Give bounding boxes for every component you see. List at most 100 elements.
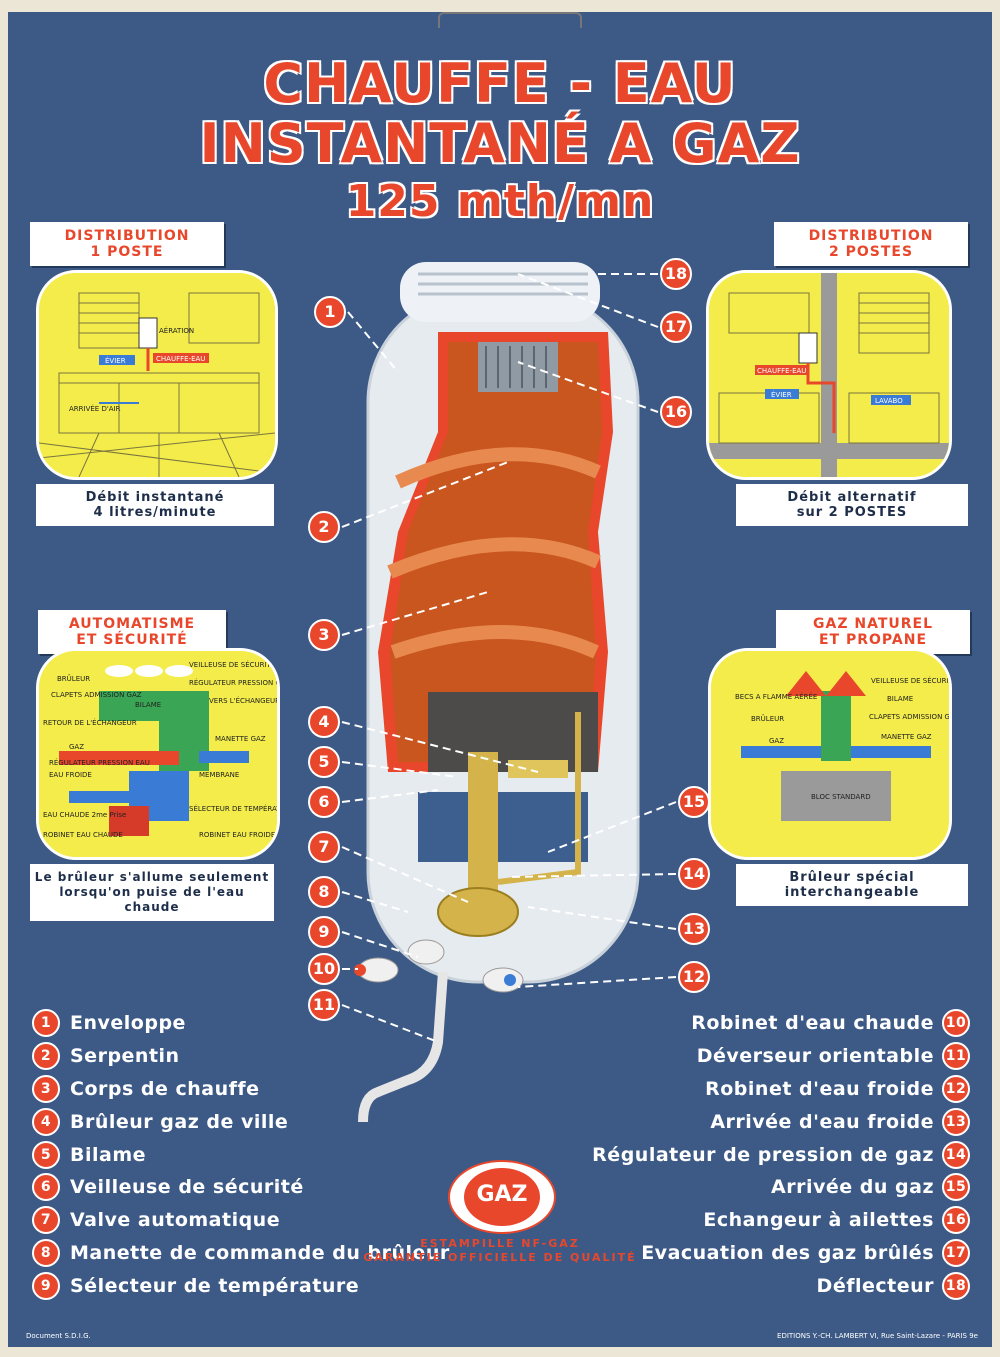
legend-item: 6 Veilleuse de sécurité [32, 1171, 450, 1204]
callout-number: 9 [318, 922, 329, 941]
panel-caption-line-1: Débit alternatif [787, 490, 917, 505]
legend-item: Robinet d'eau chaude 10 [592, 1007, 970, 1040]
title-line-3: 125 mth/mn [345, 176, 655, 227]
footer-left: Document S.D.I.G. [26, 1332, 91, 1340]
legend-label: Sélecteur de température [70, 1274, 360, 1297]
legend-label: Evacuation des gaz brûlés [641, 1241, 934, 1264]
callout-number: 1 [324, 302, 335, 321]
legend-label: Bilame [70, 1143, 147, 1166]
legend-item: Régulateur de pression de gaz 14 [592, 1138, 970, 1171]
label-bilame: BILAME [135, 701, 161, 709]
legend-label: Régulateur de pression de gaz [592, 1143, 934, 1166]
panel-caption-line-1: Brûleur spécial [789, 870, 915, 885]
hanging-hook [438, 12, 582, 28]
panel-title-line-2: ET SÉCURITÉ [76, 632, 188, 648]
label-arrivee-air: ARRIVÉE D'AIR [69, 404, 121, 413]
callout-number: 11 [313, 995, 335, 1014]
legend-number: 6 [32, 1173, 60, 1202]
callout-14: 14 [678, 858, 710, 890]
callout-16: 16 [660, 396, 692, 428]
callout-number: 3 [318, 625, 329, 644]
panel-caption-line-2: 4 litres/minute [93, 505, 217, 520]
legend-number: 10 [942, 1009, 970, 1038]
label-regulateur-eau: RÉGULATEUR PRESSION EAU [49, 758, 150, 767]
legend-number: 1 [32, 1009, 60, 1038]
label-vers-echangeur: VERS L'ÉCHANGEUR [209, 696, 277, 705]
callout-18: 18 [660, 258, 692, 290]
callout-12: 12 [678, 961, 710, 993]
legend-label: Arrivée du gaz [771, 1176, 934, 1199]
legend-label: Robinet d'eau froide [705, 1077, 934, 1100]
callout-number: 12 [683, 967, 705, 986]
title-line-2: INSTANTANÉ A GAZ [199, 112, 801, 175]
callout-6: 6 [308, 786, 340, 818]
legend-label: Robinet d'eau chaude [691, 1012, 934, 1035]
panel-title: AUTOMATISME ET SÉCURITÉ [38, 610, 226, 654]
panel-title-line-2: ET PROPANE [818, 632, 928, 648]
label-aeration: AÉRATION [159, 326, 194, 335]
legend-number: 14 [942, 1140, 970, 1169]
panel-title-line-2: 2 POSTES [828, 244, 914, 260]
label-gaz: GAZ [769, 737, 784, 745]
panel-title: DISTRIBUTION 1 POSTE [30, 222, 224, 266]
label-becs: BECS A FLAMME AÉRÉE [735, 692, 817, 701]
callout-number: 8 [318, 882, 329, 901]
label-manette-gaz: MANETTE GAZ [881, 733, 932, 741]
legend-number: 4 [32, 1107, 60, 1136]
stamp-line-1: ESTAMPILLE NF-GAZ [420, 1237, 580, 1250]
panel-caption: Débit instantané 4 litres/minute [36, 484, 274, 526]
legend-number: 7 [32, 1206, 60, 1235]
panel-title: GAZ NATUREL ET PROPANE [776, 610, 970, 654]
legend-item: 9 Sélecteur de température [32, 1269, 450, 1302]
label-bloc-standard: BLOC STANDARD [811, 793, 871, 801]
legend-label: Veilleuse de sécurité [70, 1176, 304, 1199]
label-veilleuse: VEILLEUSE DE SÉCURITÉ [189, 660, 275, 669]
stamp-text: ESTAMPILLE NF-GAZ GARANTIE OFFICIELLE DE… [358, 1237, 642, 1265]
callout-number: 15 [683, 792, 705, 811]
legend-label: Valve automatique [70, 1209, 281, 1232]
legend-label: Echangeur à ailettes [703, 1209, 934, 1232]
panel-title-line-1: GAZ NATUREL [813, 616, 933, 632]
legend-label: Corps de chauffe [70, 1077, 260, 1100]
label-selecteur: SÉLECTEUR DE TEMPÉRATURE [189, 804, 277, 813]
legend-number: 8 [32, 1238, 60, 1267]
callout-2: 2 [308, 511, 340, 543]
panel-title-line-1: AUTOMATISME [68, 616, 196, 632]
label-chauffe-eau: CHAUFFE-EAU [156, 355, 205, 363]
label-eau-froide: EAU FROIDE [49, 771, 92, 779]
callout-3: 3 [308, 619, 340, 651]
legend-number: 9 [32, 1271, 60, 1300]
taps-and-spout [354, 939, 524, 1123]
nf-gaz-logo: GAZ [448, 1160, 556, 1234]
callout-13: 13 [678, 913, 710, 945]
label-bilame: BILAME [887, 695, 913, 703]
legend-item: Arrivée du gaz 15 [592, 1171, 970, 1204]
legend-label: Brûleur gaz de ville [70, 1110, 289, 1133]
legend-label: Déverseur orientable [696, 1045, 934, 1068]
burner-illustration: BECS A FLAMME AÉRÉE BRÛLEUR GAZ VEILLEUS… [708, 648, 952, 860]
callout-9: 9 [308, 916, 340, 948]
kitchen-illustration: AÉRATION ÉVIER CHAUFFE-EAU ARRIVÉE D'AIR [36, 270, 278, 480]
callout-11: 11 [308, 989, 340, 1021]
legend-number: 15 [942, 1173, 970, 1202]
panel-caption-line-1: Le brûleur s'allume seulement [34, 870, 270, 884]
label-chauffe-eau: CHAUFFE-EAU [757, 367, 806, 375]
label-veilleuse: VEILLEUSE DE SÉCURITÉ [871, 676, 949, 685]
panel-caption: Brûleur spécial interchangeable [736, 864, 968, 906]
callout-10: 10 [308, 953, 340, 985]
legend-label: Manette de commande du brûleur [70, 1241, 450, 1264]
callout-1: 1 [314, 296, 346, 328]
callout-number: 10 [313, 959, 335, 978]
callout-number: 7 [318, 837, 329, 856]
callout-5: 5 [308, 746, 340, 778]
legend-item: 7 Valve automatique [32, 1204, 450, 1237]
legend-number: 18 [942, 1271, 970, 1300]
logo-text: GAZ [476, 1182, 528, 1207]
